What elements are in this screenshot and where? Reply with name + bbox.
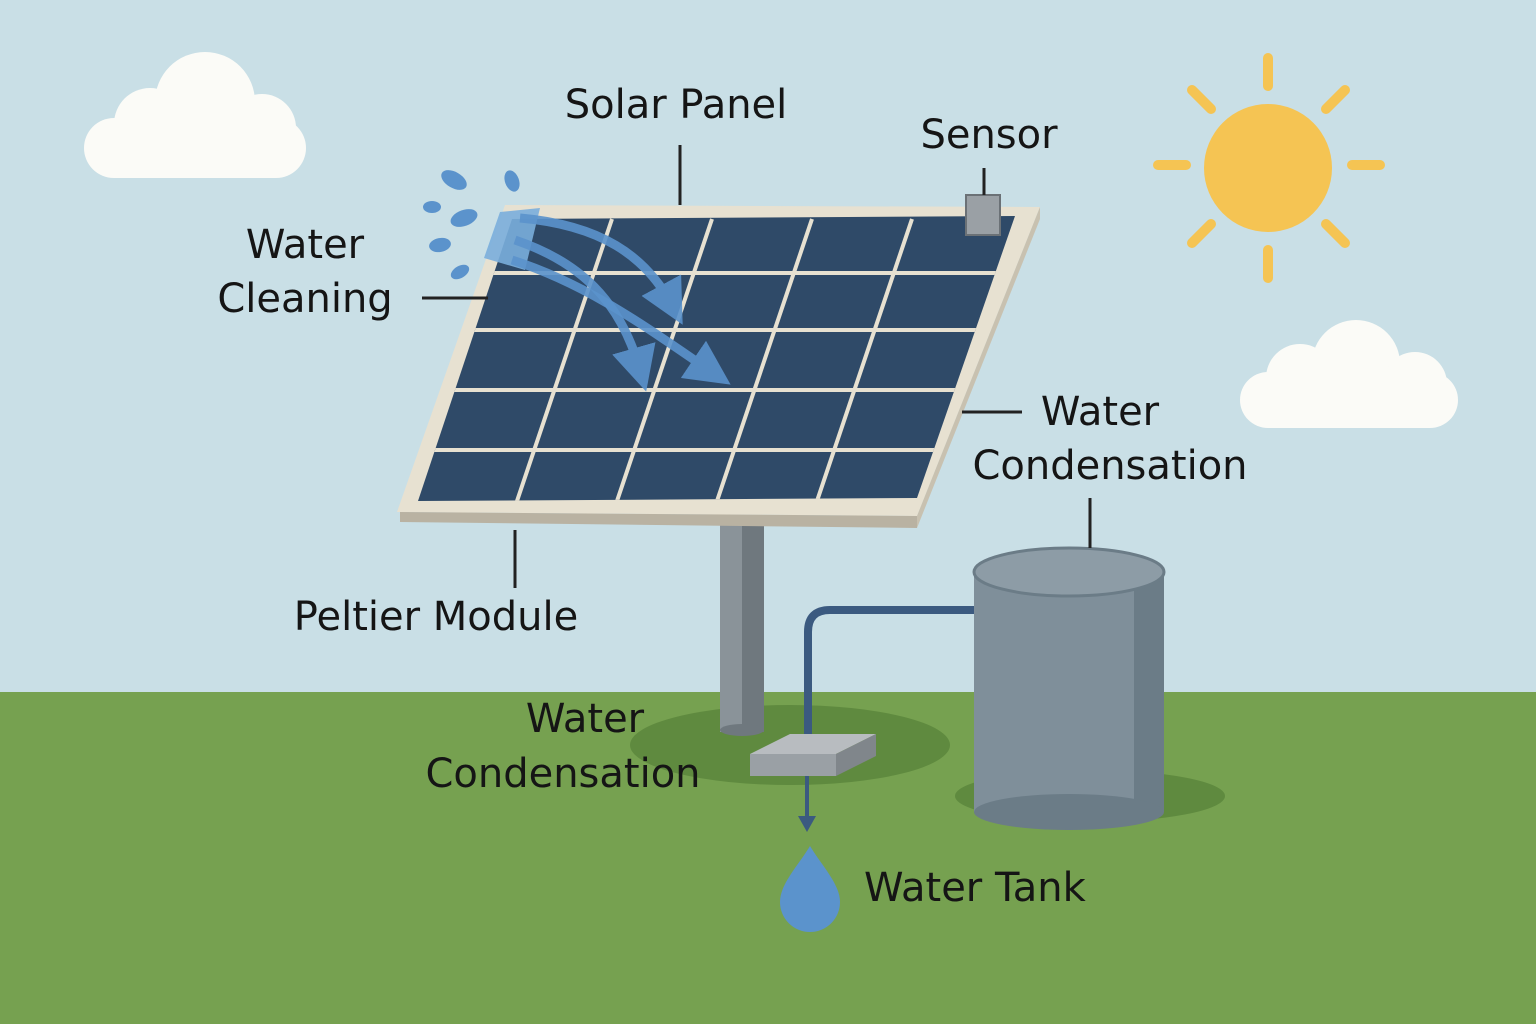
cloud-icon [84,52,306,178]
label-peltier-module: Peltier Module [294,594,578,640]
label-water-condensation-right-line1: Water [1041,389,1160,435]
label-water-condensation-bottom-line2: Condensation [425,751,700,797]
sensor-box [965,168,1001,236]
label-sensor: Sensor [920,112,1058,158]
cloud-icon [1240,320,1458,428]
condensation-plate [750,734,876,776]
label-water-condensation-bottom-line1: Water [526,696,645,742]
arrow-icon [798,776,816,832]
water-drop-icon [780,846,840,932]
label-water-tank: Water Tank [864,865,1087,911]
sun-icon [1153,53,1385,283]
label-water-cleaning-line1: Water [246,222,365,268]
leader-lines [422,145,1092,588]
label-water-cleaning-line2: Cleaning [217,276,392,322]
label-solar-panel: Solar Panel [565,82,788,128]
water-pipe [804,606,974,745]
label-water-condensation-right-line2: Condensation [972,443,1247,489]
water-tank [972,546,1166,830]
water-cleaning-spray [423,170,731,392]
